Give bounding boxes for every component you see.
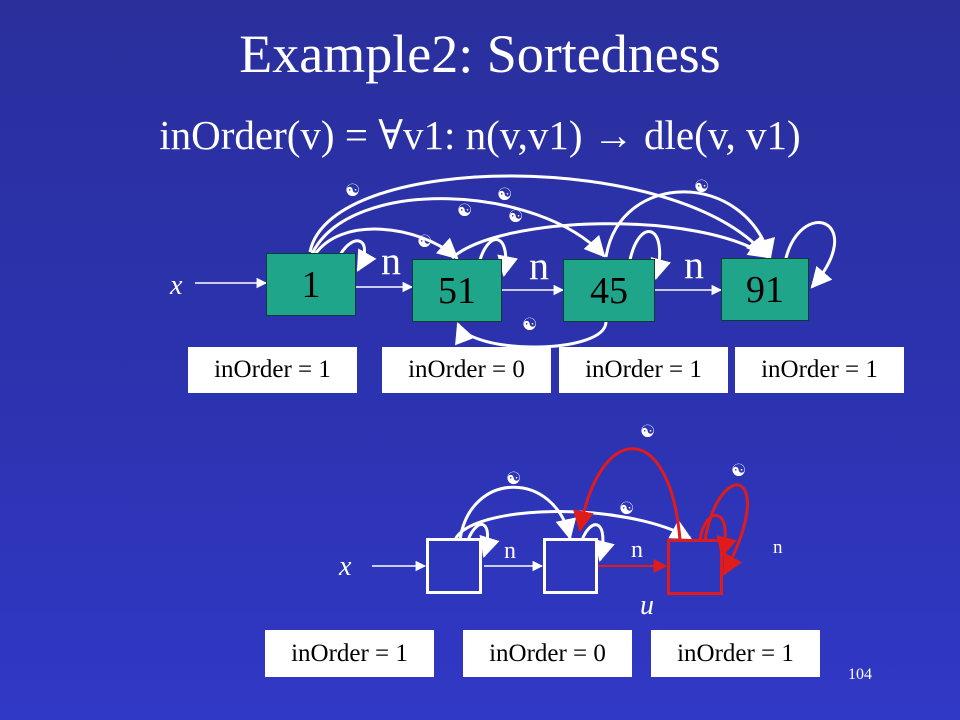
inorder-formula: inOrder(v) = ∀v1: n(v,v1) → dle(v, v1) [159, 112, 801, 158]
top-selfloop-45 [628, 230, 671, 281]
bottom-dle-glyph: ☯ [640, 422, 656, 442]
slide-title: Example2: Sortedness [239, 24, 721, 84]
bottom-inorder-box-2: inOrder = 0 [463, 630, 632, 677]
bottom-selfloop-1 [466, 523, 500, 559]
top-node-1: 1 [266, 253, 356, 316]
bottom-node-u-label: u [640, 590, 654, 621]
top-dle-glyph: ☯ [417, 232, 433, 252]
top-dle-glyph: ☯ [694, 177, 710, 197]
bottom-node-3 [667, 539, 723, 595]
bottom-dle-glyph: ☯ [506, 469, 522, 489]
top-arc-45-to-51 [455, 321, 608, 349]
top-inorder-box-2: inOrder = 0 [382, 347, 551, 393]
top-edge-label-3: n [684, 242, 704, 287]
bottom-inorder-box-1: inOrder = 1 [265, 630, 434, 677]
top-dle-glyph: ☯ [522, 315, 538, 335]
top-pointer-x: x [170, 270, 183, 301]
bottom-inorder-box-3: inOrder = 1 [651, 630, 820, 677]
bottom-edge-label-3: n [773, 537, 783, 558]
bottom-edge-label-2: n [631, 537, 643, 563]
top-selfloop-1 [338, 239, 377, 272]
bottom-selfloop-2 [580, 523, 615, 563]
top-arc-51-to-91 [451, 222, 770, 260]
top-node-91: 91 [721, 258, 809, 321]
bottom-selfloop-3 [698, 514, 737, 559]
top-inorder-box-3: inOrder = 1 [559, 347, 728, 393]
bottom-arc-3-to-2 [573, 447, 682, 541]
bottom-pointer-x: x [339, 551, 352, 582]
bottom-node-2 [543, 538, 598, 594]
top-arc-1-to-45 [310, 197, 606, 258]
top-selfloop-91 [783, 221, 836, 289]
top-node-51: 51 [412, 259, 502, 322]
bottom-node-1 [426, 538, 482, 594]
top-arc-45-to-91 [604, 190, 775, 261]
top-arc-1-to-51 [312, 227, 459, 260]
slide-number: 104 [848, 666, 872, 683]
top-dle-glyph: ☯ [497, 185, 513, 205]
bottom-selfloop-3-outer [703, 483, 749, 576]
top-dle-glyph: ☯ [508, 207, 524, 227]
top-dle-glyph: ☯ [457, 201, 473, 221]
top-arc-1-to-91 [308, 174, 768, 258]
bottom-arc-1-to-3 [453, 510, 692, 541]
top-selfloop-51 [478, 238, 518, 278]
top-dle-glyph: ☯ [345, 181, 361, 201]
bottom-dle-glyph: ☯ [731, 461, 747, 481]
top-inorder-box-4: inOrder = 1 [735, 347, 904, 393]
bottom-arc-1-to-2 [458, 485, 577, 541]
top-inorder-box-1: inOrder = 1 [188, 347, 357, 393]
bottom-dle-glyph: ☯ [619, 499, 635, 519]
top-edge-label-1: n [381, 238, 401, 283]
top-edge-label-2: n [529, 243, 549, 288]
bottom-edge-label-1: n [504, 538, 516, 564]
top-node-45: 45 [563, 259, 655, 322]
